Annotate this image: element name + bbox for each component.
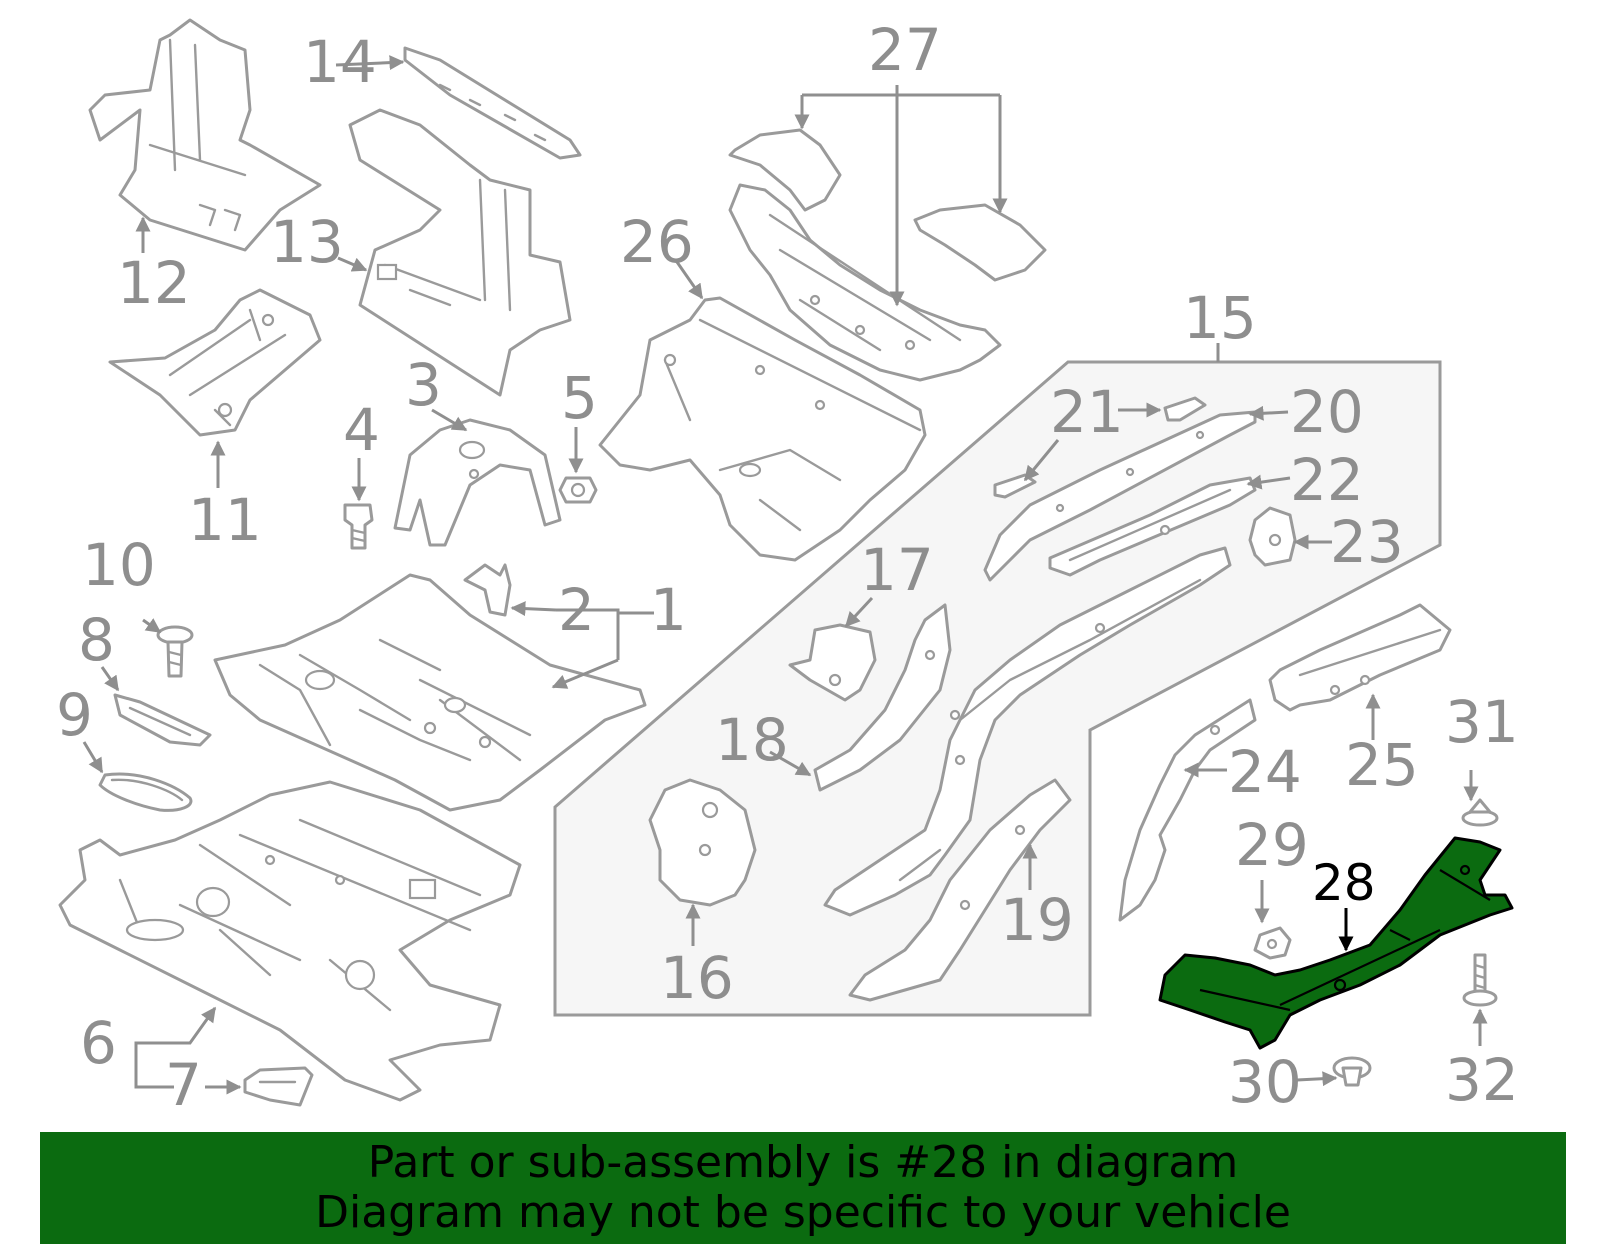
callout-4: 4 bbox=[343, 396, 380, 464]
part-13 bbox=[348, 108, 572, 397]
part-6 bbox=[58, 780, 522, 1102]
callout-19: 19 bbox=[1000, 886, 1074, 954]
part-25 bbox=[1268, 603, 1452, 712]
part-16 bbox=[648, 778, 757, 907]
part-26 bbox=[598, 296, 927, 562]
callout-16: 16 bbox=[660, 944, 734, 1012]
part-14 bbox=[403, 46, 582, 160]
part-28-highlighted[interactable] bbox=[1158, 836, 1514, 1050]
callout-30: 30 bbox=[1228, 1048, 1302, 1116]
callout-7: 7 bbox=[165, 1051, 202, 1119]
part-5 bbox=[558, 476, 598, 504]
callout-13: 13 bbox=[270, 208, 344, 276]
callout-28-highlighted: 28 bbox=[1312, 854, 1376, 912]
part-3 bbox=[393, 418, 562, 547]
part-12 bbox=[88, 18, 322, 252]
callout-3: 3 bbox=[405, 351, 442, 419]
callout-24: 24 bbox=[1228, 738, 1302, 806]
rail-15 bbox=[823, 546, 1232, 917]
callout-14: 14 bbox=[303, 28, 377, 96]
callout-9: 9 bbox=[56, 681, 93, 749]
callout-27: 27 bbox=[868, 16, 942, 84]
info-banner: Part or sub-assembly is #28 in diagram D… bbox=[40, 1132, 1566, 1244]
callout-2: 2 bbox=[558, 576, 595, 644]
part-30 bbox=[1332, 1056, 1372, 1087]
leader-lines bbox=[82, 55, 1488, 1095]
callout-22: 22 bbox=[1290, 446, 1364, 514]
banner-line-2: Diagram may not be specific to your vehi… bbox=[315, 1187, 1291, 1238]
callout-6: 6 bbox=[80, 1009, 117, 1077]
part-29 bbox=[1253, 926, 1292, 960]
part-4 bbox=[343, 503, 374, 550]
callout-numbers: 1 2 3 4 5 6 7 8 9 10 11 12 13 14 15 16 1… bbox=[56, 16, 1519, 1119]
part-18 bbox=[813, 603, 952, 792]
callout-31: 31 bbox=[1445, 688, 1519, 756]
part-22 bbox=[1048, 476, 1257, 577]
callout-11: 11 bbox=[188, 486, 262, 554]
callout-12: 12 bbox=[117, 249, 191, 317]
part-1 bbox=[213, 573, 647, 812]
part-24 bbox=[1118, 698, 1257, 922]
callout-21: 21 bbox=[1050, 378, 1124, 446]
callout-8: 8 bbox=[78, 606, 115, 674]
part-9 bbox=[98, 772, 193, 812]
part-23 bbox=[1248, 506, 1297, 567]
part-27 bbox=[728, 128, 1047, 382]
callout-29: 29 bbox=[1235, 811, 1309, 879]
part-7 bbox=[243, 1066, 314, 1107]
callout-18: 18 bbox=[715, 706, 789, 774]
callout-15: 15 bbox=[1183, 284, 1257, 352]
callout-32: 32 bbox=[1445, 1046, 1519, 1114]
callout-23: 23 bbox=[1330, 508, 1404, 576]
part-31 bbox=[1461, 798, 1499, 827]
callout-17: 17 bbox=[860, 536, 934, 604]
part-19 bbox=[848, 778, 1072, 1002]
callout-20: 20 bbox=[1290, 378, 1364, 446]
callout-26: 26 bbox=[620, 208, 694, 276]
callout-1: 1 bbox=[650, 576, 687, 644]
part-20 bbox=[983, 410, 1257, 582]
part-10 bbox=[156, 625, 194, 678]
callout-5: 5 bbox=[561, 364, 598, 432]
callout-25: 25 bbox=[1345, 731, 1419, 799]
part-17 bbox=[788, 623, 877, 702]
callout-10: 10 bbox=[82, 531, 156, 599]
part-2 bbox=[463, 563, 512, 617]
part-8 bbox=[113, 693, 212, 747]
part-11 bbox=[108, 288, 322, 437]
part-32 bbox=[1462, 953, 1498, 1007]
banner-line-1: Part or sub-assembly is #28 in diagram bbox=[367, 1137, 1239, 1188]
